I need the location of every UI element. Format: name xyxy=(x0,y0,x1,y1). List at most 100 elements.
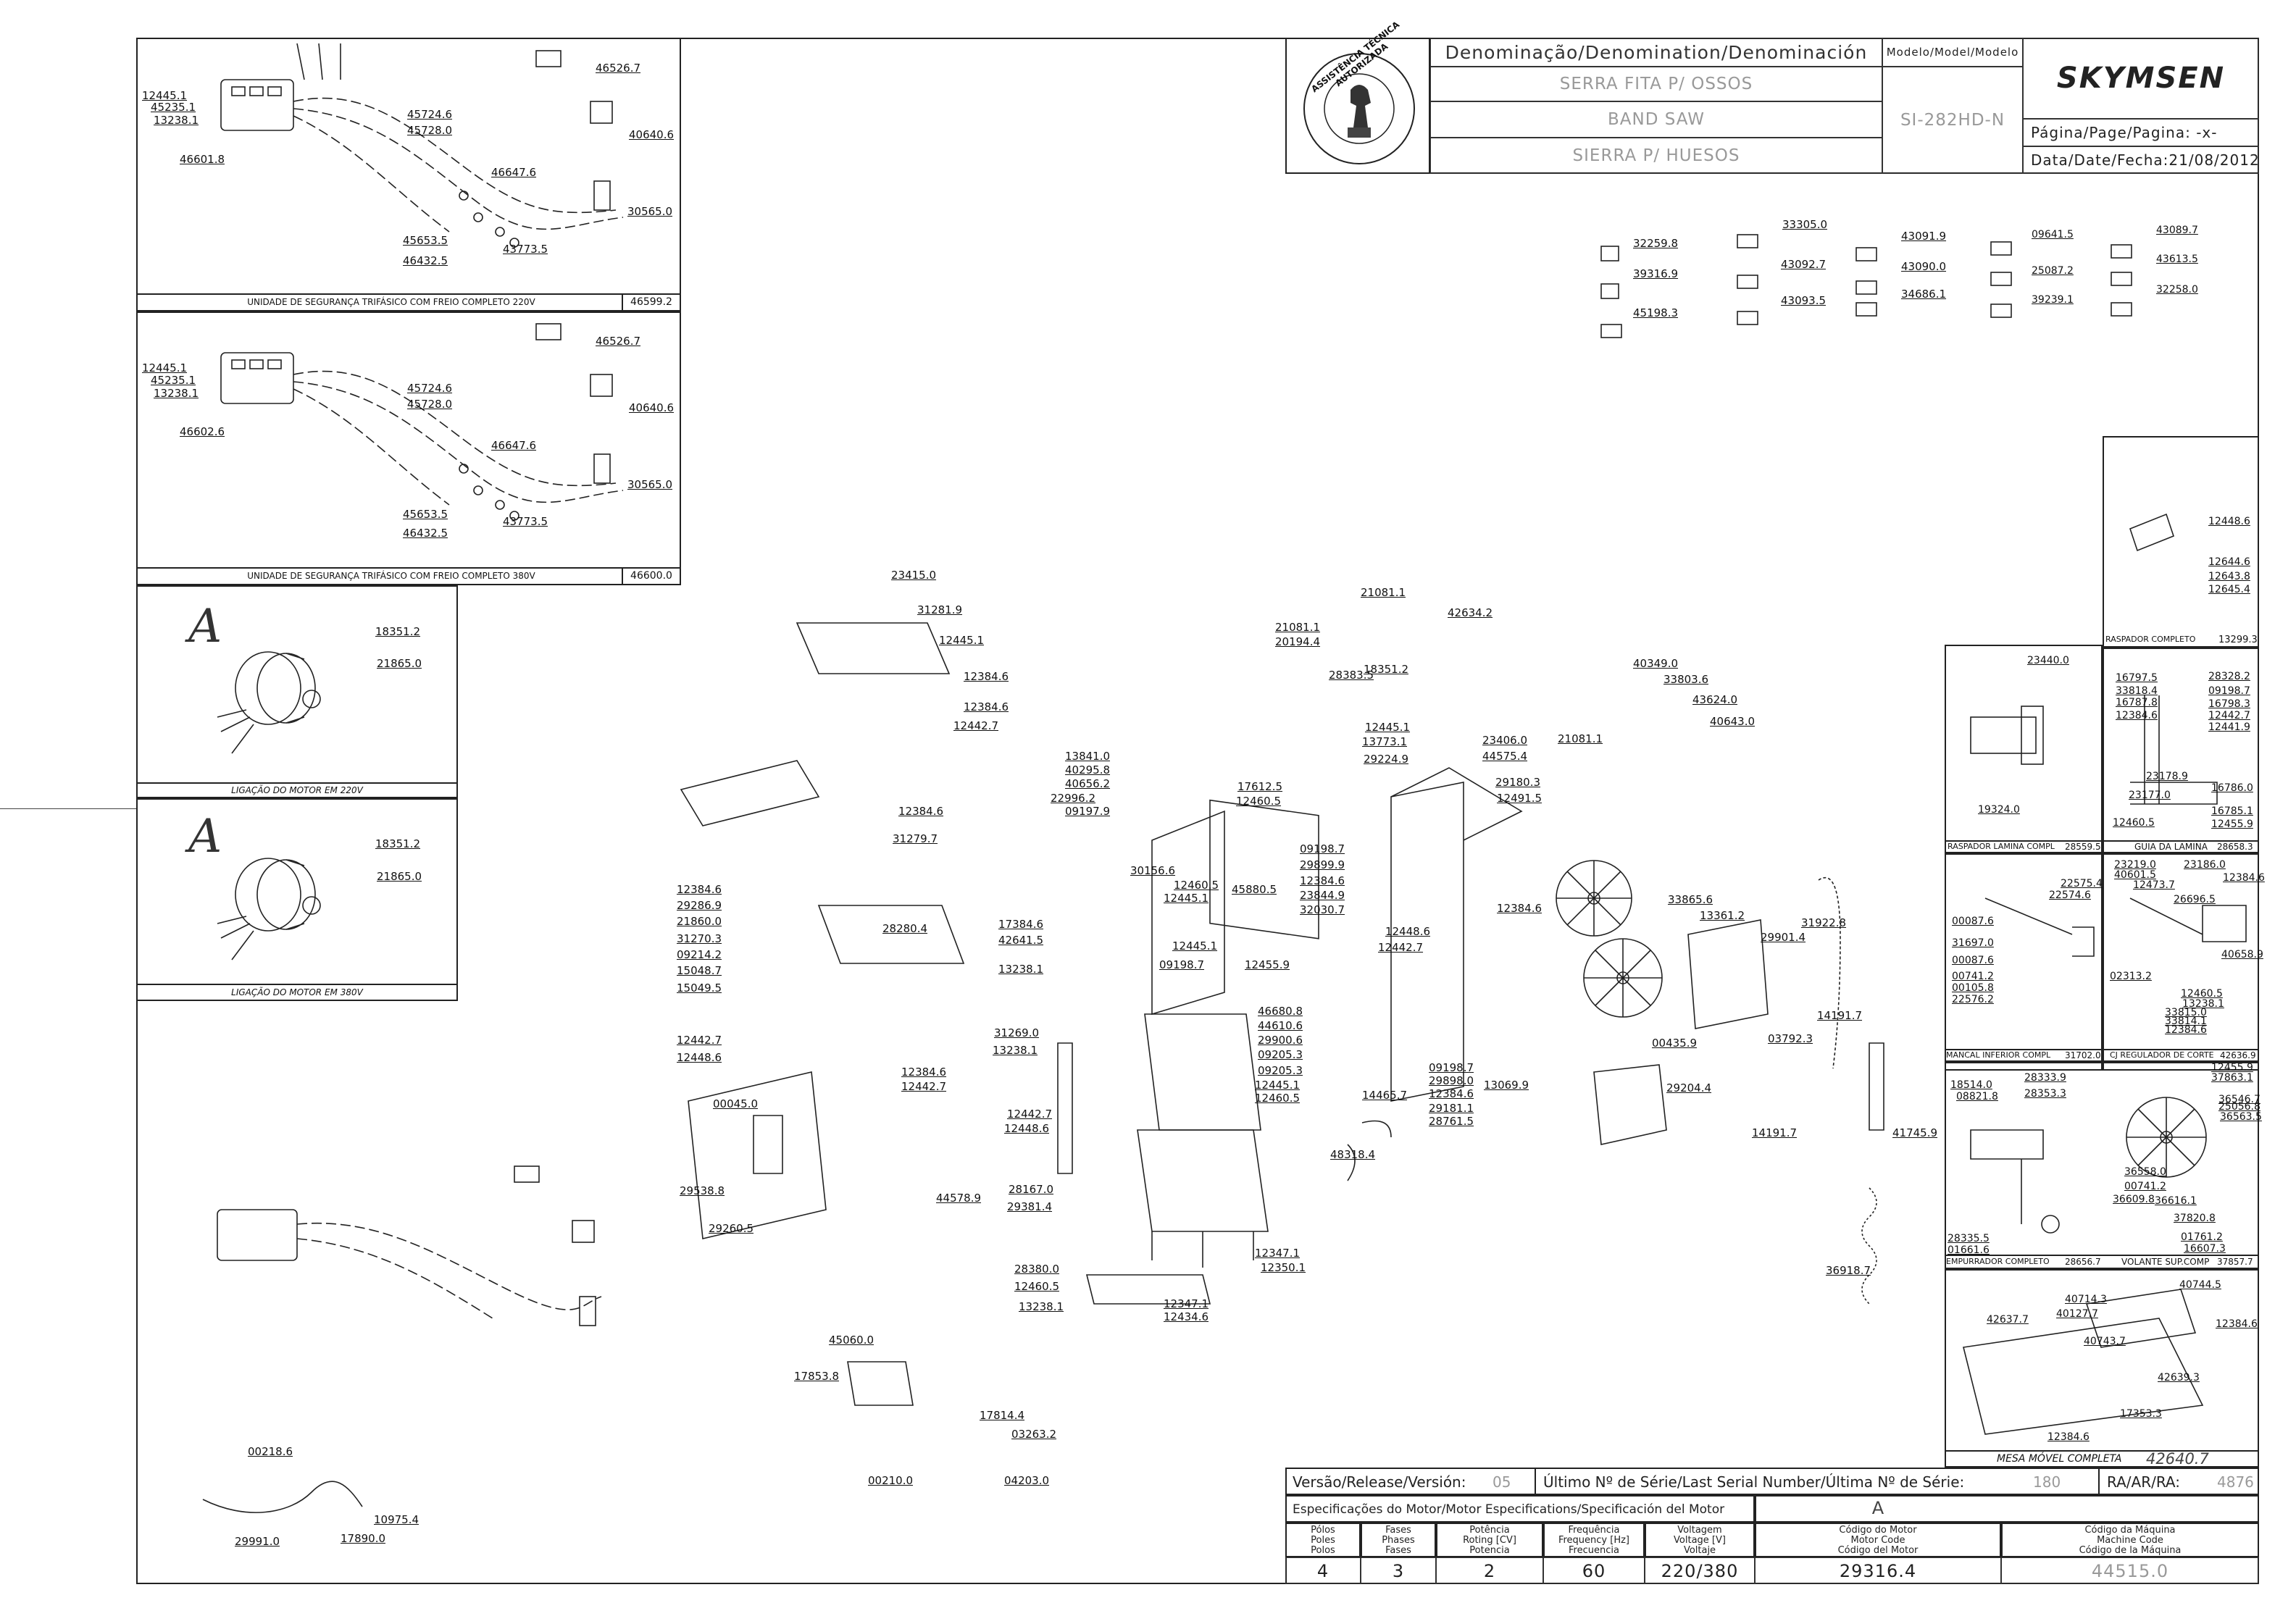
spec-header-line: Código da Máquina xyxy=(2084,1525,2176,1536)
part-number-label: 43090.0 xyxy=(1901,260,1947,273)
part-number-label: 29181.1 xyxy=(1429,1102,1474,1115)
ra-value: 4876 xyxy=(2217,1473,2254,1491)
part-number-label: 09205.3 xyxy=(1258,1064,1303,1077)
part-number-label: 12460.5 xyxy=(2181,988,2223,1000)
spec-header-line: Código del Motor xyxy=(1837,1545,1919,1556)
caption-mancal-inferior: MANCAL INFERIOR COMPL xyxy=(1946,1050,2051,1060)
part-number-label: 45724.6 xyxy=(407,108,453,121)
spec-header-line: Machine Code xyxy=(2097,1535,2163,1546)
part-number-label: 12445.1 xyxy=(1255,1079,1301,1092)
security-unit-220-drawing xyxy=(220,43,624,248)
part-number-label: 22576.2 xyxy=(1952,994,1994,1005)
part-number-label: 26696.5 xyxy=(2174,894,2216,905)
part-number-label: 46432.5 xyxy=(403,527,448,540)
part-number-label: 43091.9 xyxy=(1901,230,1947,243)
part-number-label: 22574.6 xyxy=(2049,890,2091,901)
part-number-label: 00087.6 xyxy=(1952,955,1994,966)
part-number-label: 16607.3 xyxy=(2184,1243,2226,1255)
spec-value-cell: 220/380 xyxy=(1645,1557,1755,1584)
part-number-label: 29381.4 xyxy=(1007,1200,1053,1213)
part-number-label: 12491.5 xyxy=(1497,792,1543,805)
release-label: Versão/Release/Versión: xyxy=(1293,1473,1466,1491)
part-number-label: 40295.8 xyxy=(1065,763,1111,777)
serial-cell xyxy=(1535,1468,2100,1495)
part-number-label: 44575.4 xyxy=(1482,750,1528,763)
part-number-label: 13841.0 xyxy=(1065,750,1111,763)
panel-mancal-inferior xyxy=(1945,853,2103,1071)
part-number-label: 40640.6 xyxy=(629,401,675,414)
part-number-label: 12445.1 xyxy=(1172,939,1218,953)
part-number-label: 13361.2 xyxy=(1700,909,1745,922)
part-number-label: 01761.2 xyxy=(2181,1231,2223,1243)
part-number-label: 45060.0 xyxy=(829,1334,874,1347)
spec-header-line: Código do Motor xyxy=(1839,1525,1917,1536)
part-number-label: 09198.7 xyxy=(2208,685,2250,697)
part-number-label: 14191.7 xyxy=(1817,1009,1863,1022)
panel-guia-lamina xyxy=(2103,648,2259,853)
harness-drawing xyxy=(202,1481,363,1513)
part-number-label: 12442.7 xyxy=(953,719,999,732)
part-number-label: 21865.0 xyxy=(377,870,422,883)
part-number-label: 12384.6 xyxy=(2165,1024,2207,1036)
part-number-label: 18351.2 xyxy=(1364,663,1409,676)
part-number-label: 12455.9 xyxy=(1245,958,1290,971)
part-number-label: 23415.0 xyxy=(891,569,937,582)
part-number-label: 46526.7 xyxy=(596,62,641,75)
part-number-label: 21081.1 xyxy=(1361,586,1406,599)
part-number-label: 39316.9 xyxy=(1633,267,1679,280)
part-number-label: 33305.0 xyxy=(1782,218,1828,231)
code-guia-lamina: 28658.3 xyxy=(2217,842,2253,852)
spec-header-line: Pólos xyxy=(1311,1525,1335,1536)
spec-value-cell: 2 xyxy=(1436,1557,1543,1584)
part-number-label: 17890.0 xyxy=(341,1532,386,1545)
part-number-label: 12441.9 xyxy=(2208,721,2250,733)
part-number-label: 17814.4 xyxy=(980,1409,1025,1422)
part-number-label: 12347.1 xyxy=(1255,1247,1301,1260)
part-number-label: 16787.8 xyxy=(2116,697,2158,708)
part-number-label: 39239.1 xyxy=(2032,294,2074,306)
part-number-label: 12442.7 xyxy=(901,1080,947,1093)
part-number-label: 00218.6 xyxy=(248,1445,293,1458)
spec-value-cell: 29316.4 xyxy=(1755,1557,2001,1584)
part-number-label: 12644.6 xyxy=(2208,556,2250,568)
part-number-label: 31270.3 xyxy=(677,932,722,945)
part-number-label: 33815.0 xyxy=(2165,1007,2207,1018)
part-number-label: 40714.3 xyxy=(2065,1294,2107,1305)
spec-header-line: Frequência xyxy=(1568,1525,1620,1536)
part-number-label: 37820.8 xyxy=(2174,1213,2216,1224)
part-number-label: 48318.4 xyxy=(1330,1148,1376,1161)
release-value: 05 xyxy=(1493,1473,1511,1491)
motor-220-letter: A xyxy=(188,600,222,653)
spec-header-line: Motor Code xyxy=(1850,1535,1905,1546)
part-number-label: 22996.2 xyxy=(1051,792,1096,805)
part-number-label: 37863.1 xyxy=(2211,1072,2253,1084)
panel-cj-regulador xyxy=(2103,853,2259,1071)
part-number-label: 43613.5 xyxy=(2156,254,2198,265)
caption-motor-380: LIGAÇÃO DO MOTOR EM 380V xyxy=(231,987,363,997)
part-number-label: 42637.7 xyxy=(1987,1314,2029,1326)
caption-motor-220: LIGAÇÃO DO MOTOR EM 220V xyxy=(231,785,363,795)
part-number-label: 12460.5 xyxy=(2113,817,2155,829)
part-number-label: 45724.6 xyxy=(407,382,453,395)
part-number-label: 29898.0 xyxy=(1429,1074,1474,1087)
part-number-label: 32030.7 xyxy=(1300,903,1345,916)
part-number-label: 43092.7 xyxy=(1781,258,1827,271)
part-number-label: 00435.9 xyxy=(1652,1037,1698,1050)
part-number-label: 29538.8 xyxy=(680,1184,725,1197)
spec-header-line: Código de la Máquina xyxy=(2079,1545,2182,1556)
part-number-label: 31922.8 xyxy=(1801,916,1847,929)
band-saw-exploded-drawing xyxy=(680,622,1884,1406)
motor-380-letter: A xyxy=(188,810,222,863)
brand-name: SKYMSEN xyxy=(2056,62,2226,95)
part-number-label: 33814.1 xyxy=(2165,1016,2207,1027)
page-row: Página/Page/Pagina: -x- xyxy=(2023,119,2259,146)
spec-header-line: Frecuencia xyxy=(1569,1545,1619,1556)
part-number-label: 23406.0 xyxy=(1482,734,1528,747)
part-number-label: 23219.0 xyxy=(2114,859,2156,871)
part-number-label: 12445.1 xyxy=(1365,721,1411,734)
part-number-label: 45198.3 xyxy=(1633,306,1679,319)
part-number-label: 40656.2 xyxy=(1065,777,1111,790)
